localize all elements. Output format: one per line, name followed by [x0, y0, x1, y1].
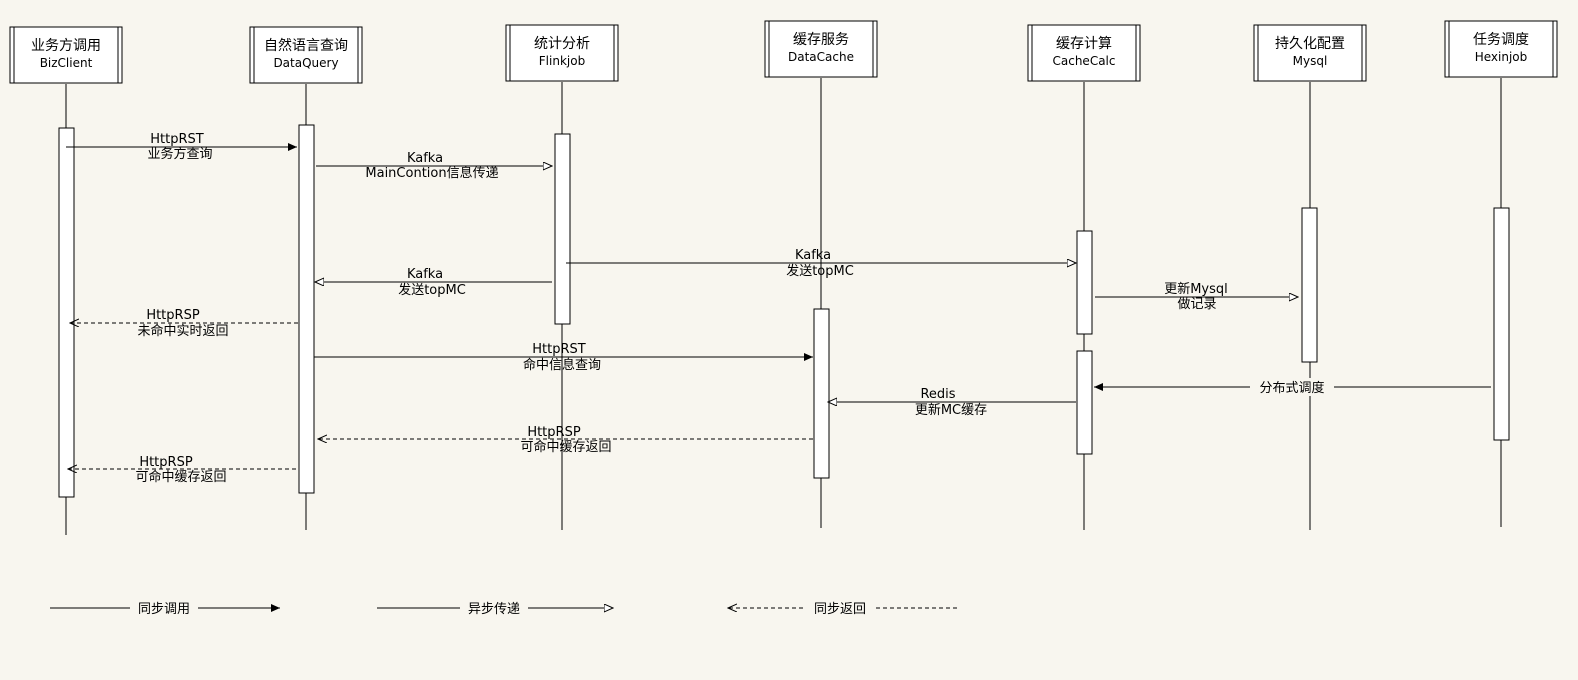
participant-sub: BizClient — [40, 56, 93, 70]
message-label-2: 未命中实时返回 — [137, 323, 228, 339]
participant-sub: DataQuery — [273, 56, 338, 70]
message-label-1: HttpRSP — [527, 425, 581, 440]
legend-label: 同步返回 — [814, 602, 866, 617]
message-label-2: 做记录 — [1177, 297, 1216, 312]
message-label-1: HttpRST — [150, 132, 204, 147]
message-label-1: HttpRST — [532, 342, 586, 357]
message-httprsp-cache-return-query: HttpRSP 可命中缓存返回 — [318, 425, 813, 455]
participant-name: 持久化配置 — [1275, 36, 1345, 52]
activation-flinkjob — [554, 133, 571, 325]
participant-mysql: 持久化配置 Mysql — [1253, 24, 1367, 82]
message-httprsp-cache-return-client: HttpRSP 可命中缓存返回 — [68, 455, 296, 485]
participant-bizclient: 业务方调用 BizClient — [9, 26, 123, 84]
participant-name: 任务调度 — [1473, 32, 1529, 48]
activation-bizclient — [58, 127, 75, 498]
message-update-mysql: 更新Mysql 做记录 — [1095, 281, 1298, 312]
message-httprst-query: HttpRST 业务方查询 — [66, 132, 297, 162]
message-label-2: 可命中缓存返回 — [520, 439, 611, 455]
legend-sync-return: 同步返回 — [728, 599, 957, 617]
message-label-2: 更新MC缓存 — [915, 402, 987, 418]
message-label-1: Redis — [920, 387, 955, 402]
activation-cachecalc-1 — [1076, 230, 1093, 335]
participant-flinkjob: 统计分析 Flinkjob — [505, 24, 619, 82]
participant-sub: DataCache — [788, 50, 854, 64]
message-kafka-topmc-to-query: Kafka 发送topMC — [315, 267, 552, 298]
participant-sub: CacheCalc — [1053, 54, 1116, 68]
message-label-1: Kafka — [407, 267, 443, 282]
message-label-2: 发送topMC — [398, 282, 466, 298]
activation-mysql — [1301, 207, 1318, 363]
message-label-2: 发送topMC — [786, 263, 854, 279]
participant-name: 缓存计算 — [1056, 36, 1112, 52]
legend-label: 异步传递 — [468, 602, 520, 617]
message-httprsp-miss-return: HttpRSP 未命中实时返回 — [70, 308, 298, 339]
legend: 同步调用 异步传递 同步返回 — [50, 599, 957, 617]
activation-datacache — [813, 308, 830, 479]
participant-name: 自然语言查询 — [264, 37, 348, 54]
participant-name: 缓存服务 — [793, 32, 849, 48]
activation-hexinjob — [1493, 207, 1510, 441]
message-label-1: 更新Mysql — [1164, 281, 1228, 297]
participant-sub: Hexinjob — [1475, 50, 1528, 64]
message-label-2: 分布式调度 — [1259, 380, 1324, 396]
message-label-1: HttpRSP — [146, 308, 200, 323]
message-label-1: HttpRSP — [139, 455, 193, 470]
message-kafka-topmc-to-calc: Kafka 发送topMC — [566, 248, 1076, 279]
activation-dataquery — [298, 124, 315, 494]
message-label-1: Kafka — [795, 248, 831, 263]
participant-dataquery: 自然语言查询 DataQuery — [249, 26, 363, 84]
legend-label: 同步调用 — [138, 602, 190, 617]
participant-name: 业务方调用 — [31, 38, 101, 54]
legend-sync-call: 同步调用 — [50, 599, 280, 617]
participant-hexinjob: 任务调度 Hexinjob — [1444, 20, 1558, 78]
participant-sub: Flinkjob — [539, 54, 585, 68]
message-distributed-schedule: 分布式调度 — [1094, 378, 1491, 396]
legend-async-pass: 异步传递 — [377, 599, 613, 617]
participant-cachecalc: 缓存计算 CacheCalc — [1027, 24, 1141, 82]
message-label-2: MainContion信息传递 — [365, 165, 498, 181]
activation-cachecalc-2 — [1076, 350, 1093, 455]
activations — [58, 124, 1510, 498]
message-label-2: 可命中缓存返回 — [135, 469, 226, 485]
message-redis-update-mc: Redis 更新MC缓存 — [828, 387, 1076, 418]
message-kafka-maincontion: Kafka MainContion信息传递 — [316, 151, 552, 181]
message-label-2: 命中信息查询 — [523, 357, 601, 373]
participant-sub: Mysql — [1293, 54, 1328, 68]
message-httprst-hit-query: HttpRST 命中信息查询 — [314, 342, 813, 373]
participant-datacache: 缓存服务 DataCache — [764, 20, 878, 78]
participant-name: 统计分析 — [534, 36, 590, 52]
message-label-1: Kafka — [407, 151, 443, 166]
message-label-2: 业务方查询 — [147, 146, 212, 162]
messages: HttpRST 业务方查询 Kafka MainContion信息传递 Kafk… — [66, 132, 1491, 485]
